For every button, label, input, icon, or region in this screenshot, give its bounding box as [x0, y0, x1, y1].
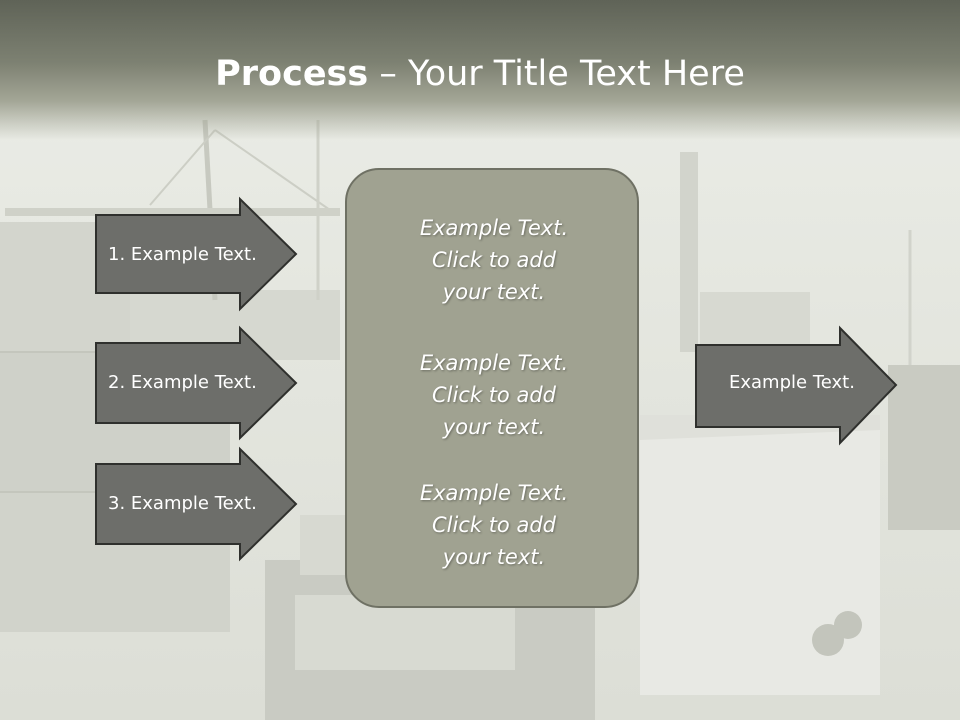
process-text-line: your text. [442, 280, 546, 304]
process-text-line: Example Text. [419, 481, 569, 505]
process-text-block-3: Example Text. Click to add your text. [347, 477, 641, 573]
input-arrow-1 [95, 196, 298, 312]
output-arrow [695, 325, 898, 446]
process-text-line: Click to add [431, 383, 556, 407]
title-band [0, 0, 960, 140]
process-text-block-2: Example Text. Click to add your text. [347, 347, 641, 443]
input-arrow-2-label: 2. Example Text. [108, 372, 257, 393]
process-box[interactable]: Example Text. Click to add your text. Ex… [345, 168, 639, 608]
title-rest: – Your Title Text Here [368, 54, 745, 94]
input-arrow-2 [95, 325, 298, 441]
process-text-line: Example Text. [419, 216, 569, 240]
input-arrow-3-label: 3. Example Text. [108, 493, 257, 514]
process-text-line: your text. [442, 415, 546, 439]
process-text-line: Click to add [431, 248, 556, 272]
process-text-line: Click to add [431, 513, 556, 537]
process-text-line: Example Text. [419, 351, 569, 375]
input-arrow-3 [95, 446, 298, 562]
title-bold: Process [215, 54, 369, 94]
output-arrow-label: Example Text. [729, 372, 855, 393]
slide-title: Process – Your Title Text Here [0, 50, 960, 98]
process-text-line: your text. [442, 545, 546, 569]
process-text-block-1: Example Text. Click to add your text. [347, 212, 641, 308]
input-arrow-1-label: 1. Example Text. [108, 244, 257, 265]
